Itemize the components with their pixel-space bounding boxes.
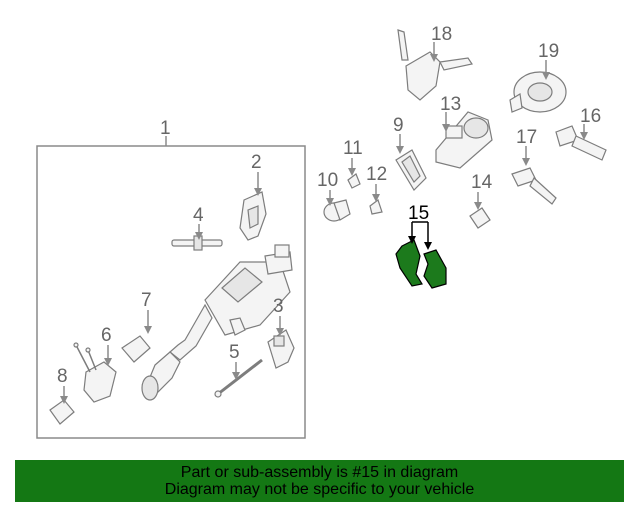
callout-12[interactable]: 12 xyxy=(366,164,387,185)
part-7[interactable] xyxy=(121,335,151,363)
callout-6[interactable]: 6 xyxy=(101,325,112,346)
part-15[interactable] xyxy=(395,239,447,289)
callout-2[interactable]: 2 xyxy=(251,152,262,173)
part-12[interactable] xyxy=(369,199,383,215)
callout-15[interactable]: 15 xyxy=(408,203,429,224)
callout-14[interactable]: 14 xyxy=(471,172,493,193)
callout-4[interactable]: 4 xyxy=(193,205,204,226)
part-10[interactable] xyxy=(323,199,351,222)
part-17[interactable] xyxy=(511,167,557,205)
part-19[interactable] xyxy=(509,71,567,113)
part-6[interactable] xyxy=(73,342,117,403)
part-3[interactable] xyxy=(267,329,295,369)
callout-16[interactable]: 16 xyxy=(580,106,601,127)
part-9[interactable] xyxy=(395,149,427,191)
callout-10[interactable]: 10 xyxy=(317,170,338,191)
part-14[interactable] xyxy=(469,207,491,229)
callout-11[interactable]: 11 xyxy=(343,138,363,159)
callout-18[interactable]: 18 xyxy=(431,24,452,45)
part-11[interactable] xyxy=(347,173,361,189)
info-banner: Part or sub-assembly is #15 in diagram D… xyxy=(15,460,624,502)
callout-19[interactable]: 19 xyxy=(538,41,559,62)
callout-1[interactable]: 1 xyxy=(160,118,171,139)
callout-7[interactable]: 7 xyxy=(141,290,152,311)
part-4[interactable] xyxy=(171,235,223,251)
callout-17[interactable]: 17 xyxy=(516,127,537,148)
part-16[interactable] xyxy=(555,125,607,161)
callout-13[interactable]: 13 xyxy=(440,94,461,115)
part-5[interactable] xyxy=(214,358,263,398)
info-line-1: Part or sub-assembly is #15 in diagram xyxy=(180,464,459,481)
callout-9[interactable]: 9 xyxy=(393,115,404,136)
steering-column[interactable] xyxy=(141,244,293,401)
info-line-2: Diagram may not be specific to your vehi… xyxy=(164,481,475,498)
part-2[interactable] xyxy=(239,191,267,241)
callout-8[interactable]: 8 xyxy=(57,366,68,387)
part-18[interactable] xyxy=(397,29,473,101)
callout-3[interactable]: 3 xyxy=(273,296,284,317)
parts-diagram: 1 2 4 3 5 7 xyxy=(36,24,607,439)
part-8[interactable] xyxy=(49,399,75,425)
callout-5[interactable]: 5 xyxy=(229,342,240,363)
part-13[interactable] xyxy=(435,111,493,169)
